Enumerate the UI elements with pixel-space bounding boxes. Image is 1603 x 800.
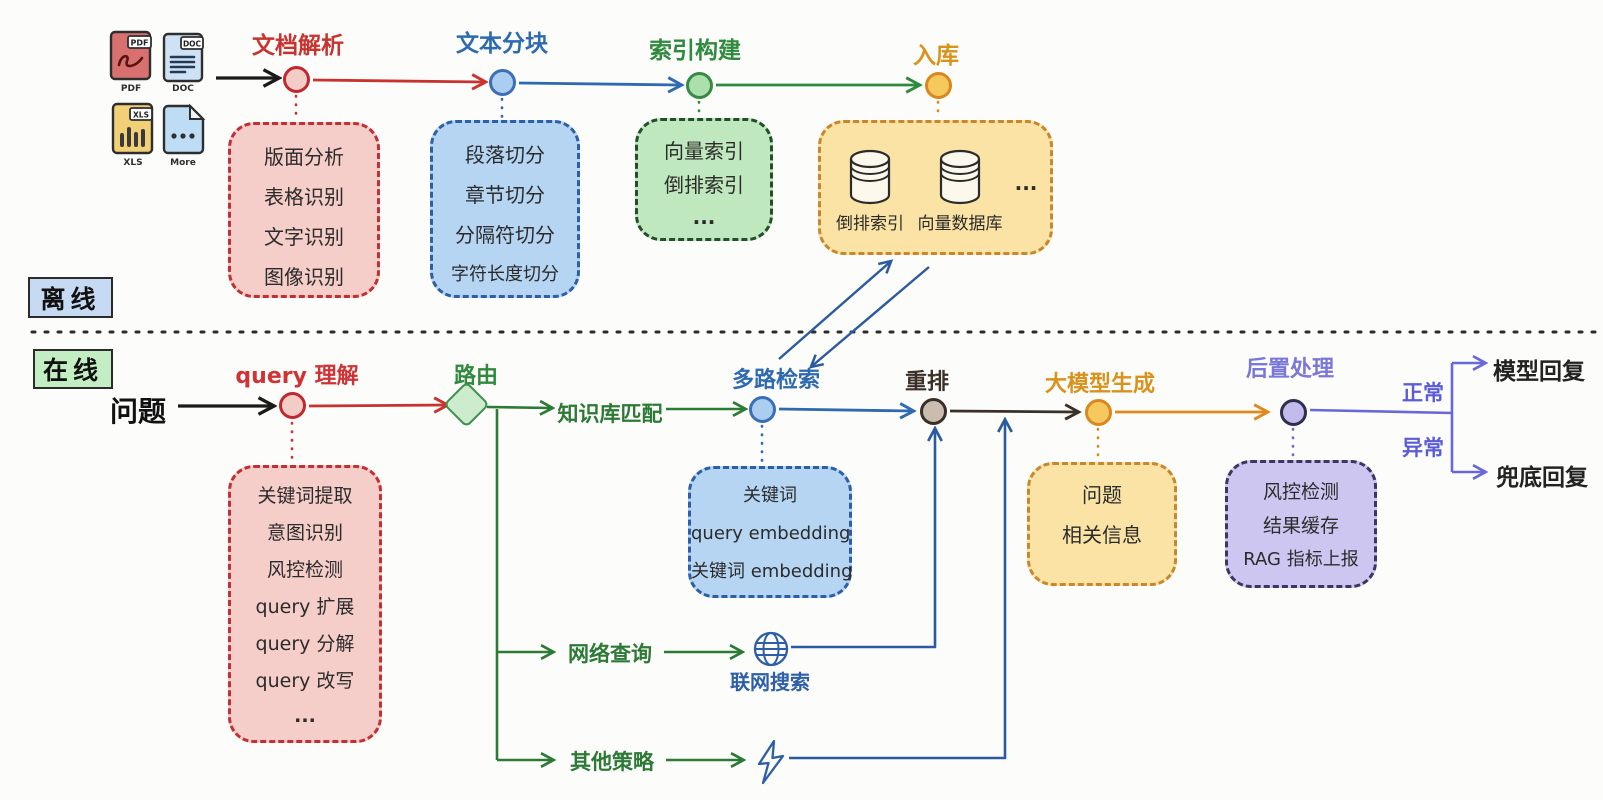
edge-other-to-rerank xyxy=(789,421,1005,760)
query-understanding-title: query 理解 xyxy=(235,364,359,389)
doc-parse-item: 图像识别 xyxy=(264,265,344,289)
text-chunk-item: 字符长度切分 xyxy=(451,264,559,285)
pdf-badge: PDF xyxy=(131,39,149,48)
query-item: query 分解 xyxy=(255,633,355,655)
xls-file-icon: XLS xyxy=(111,102,154,155)
inverted-index-db-label: 倒排索引 xyxy=(836,214,904,234)
query-item: 关键词提取 xyxy=(257,485,353,507)
index-build-box: 向量索引 倒排索引 ... xyxy=(635,118,773,241)
query-item: 意图识别 xyxy=(266,522,343,544)
query-item: 风控检测 xyxy=(266,559,343,581)
post-item: 风控检测 xyxy=(1262,481,1339,503)
web-search-label: 联网搜索 xyxy=(730,670,810,694)
query-item: query 扩展 xyxy=(255,596,355,618)
retrieval-item: 关键词 embedding xyxy=(691,561,853,582)
retrieval-item: 关键词 xyxy=(743,485,797,506)
storage-node xyxy=(925,72,952,99)
doc-parse-item: 文字识别 xyxy=(264,225,344,249)
lightning-bolt-icon xyxy=(757,739,785,785)
edge-websearch-to-rerank xyxy=(791,430,935,649)
model-reply-label: 模型回复 xyxy=(1493,359,1585,385)
edge-storage-to-retrieval xyxy=(812,266,930,366)
edge-router-to-kb xyxy=(486,407,551,408)
more-file-icon xyxy=(162,103,206,155)
edge-retrieval-to-rerank xyxy=(778,409,912,411)
storage-title: 入库 xyxy=(913,43,959,69)
llm-item: 相关信息 xyxy=(1062,523,1142,547)
vector-db-label: 向量数据库 xyxy=(917,214,1003,234)
other-strategy-branch-label: 其他策略 xyxy=(570,750,654,774)
index-build-item: 倒排索引 xyxy=(664,173,744,197)
retrieval-node xyxy=(749,396,776,423)
text-chunk-title: 文本分块 xyxy=(456,31,548,57)
doc-parse-node xyxy=(283,66,310,93)
doc-parse-item: 表格识别 xyxy=(264,185,344,209)
post-process-node xyxy=(1280,399,1307,426)
storage-more-label: ... xyxy=(1014,171,1038,195)
query-understanding-box: 关键词提取 意图识别 风控检测 query 扩展 query 分解 query … xyxy=(228,465,382,743)
retrieval-title: 多路检索 xyxy=(731,368,821,393)
doc-file-icon: DOC xyxy=(162,32,204,83)
text-chunk-item: 分隔符切分 xyxy=(455,223,555,247)
edge-rerank-to-llm xyxy=(949,411,1077,412)
xls-caption: XLS xyxy=(123,158,143,168)
index-build-item: 向量索引 xyxy=(664,139,744,163)
xls-badge: XLS xyxy=(133,111,149,120)
text-chunk-node xyxy=(489,69,516,96)
text-chunk-item: 段落切分 xyxy=(465,143,545,167)
edge-query-to-router xyxy=(308,405,446,406)
query-item: ... xyxy=(294,705,316,727)
post-item: 结果缓存 xyxy=(1262,515,1339,537)
doc-badge: DOC xyxy=(183,40,202,49)
web-query-branch-label: 网络查询 xyxy=(568,642,652,666)
doc-parse-title: 文档解析 xyxy=(252,33,344,59)
rerank-title: 重排 xyxy=(904,370,950,395)
llm-item: 问题 xyxy=(1082,483,1122,507)
inverted-index-db-icon xyxy=(849,149,891,205)
retrieval-item: query embedding xyxy=(691,523,851,544)
query-item: query 改写 xyxy=(255,670,355,692)
edge-retrieval-to-storage xyxy=(778,262,890,360)
index-build-title: 索引构建 xyxy=(649,38,741,64)
outcome-abnormal-label: 异常 xyxy=(1402,436,1444,460)
post-process-title: 后置处理 xyxy=(1245,357,1335,382)
offline-lane-tag: 离线 xyxy=(28,277,113,318)
globe-icon xyxy=(753,631,789,667)
rerank-node xyxy=(920,398,947,425)
online-lane-tag: 在线 xyxy=(33,349,113,389)
vector-db-icon xyxy=(939,149,981,205)
pdf-caption: PDF xyxy=(120,84,142,94)
llm-node xyxy=(1085,399,1112,426)
retrieval-box: 关键词 query embedding 关键词 embedding xyxy=(688,466,853,598)
doc-glyph xyxy=(169,55,196,74)
doc-parse-item: 版面分析 xyxy=(264,145,344,169)
kb-match-branch-label: 知识库匹配 xyxy=(557,402,663,426)
llm-title: 大模型生成 xyxy=(1044,372,1156,397)
edge-chunk-to-index xyxy=(518,83,680,85)
post-item: RAG 指标上报 xyxy=(1243,549,1359,570)
text-chunk-box: 段落切分 章节切分 分隔符切分 字符长度切分 xyxy=(430,120,580,298)
edge-docparse-to-chunk xyxy=(312,80,484,82)
query-understanding-node xyxy=(279,392,306,419)
pdf-glyph xyxy=(117,54,144,68)
llm-box: 问题 相关信息 xyxy=(1027,462,1177,586)
more-caption: More xyxy=(170,158,196,168)
doc-parse-box: 版面分析 表格识别 文字识别 图像识别 xyxy=(228,122,380,298)
fallback-reply-label: 兜底回复 xyxy=(1496,465,1588,491)
doc-caption: DOC xyxy=(172,84,194,94)
outcome-normal-label: 正常 xyxy=(1402,381,1444,405)
index-build-item: ... xyxy=(692,205,716,229)
edge-post-to-branch xyxy=(1309,408,1453,415)
storage-box: 倒排索引 向量数据库 ... xyxy=(818,120,1053,255)
xls-glyph xyxy=(120,127,145,147)
text-chunk-item: 章节切分 xyxy=(465,183,545,207)
question-input-label: 问题 xyxy=(110,395,167,428)
post-process-box: 风控检测 结果缓存 RAG 指标上报 xyxy=(1225,460,1377,588)
index-build-node xyxy=(686,72,713,99)
pdf-file-icon: PDF xyxy=(109,30,152,81)
